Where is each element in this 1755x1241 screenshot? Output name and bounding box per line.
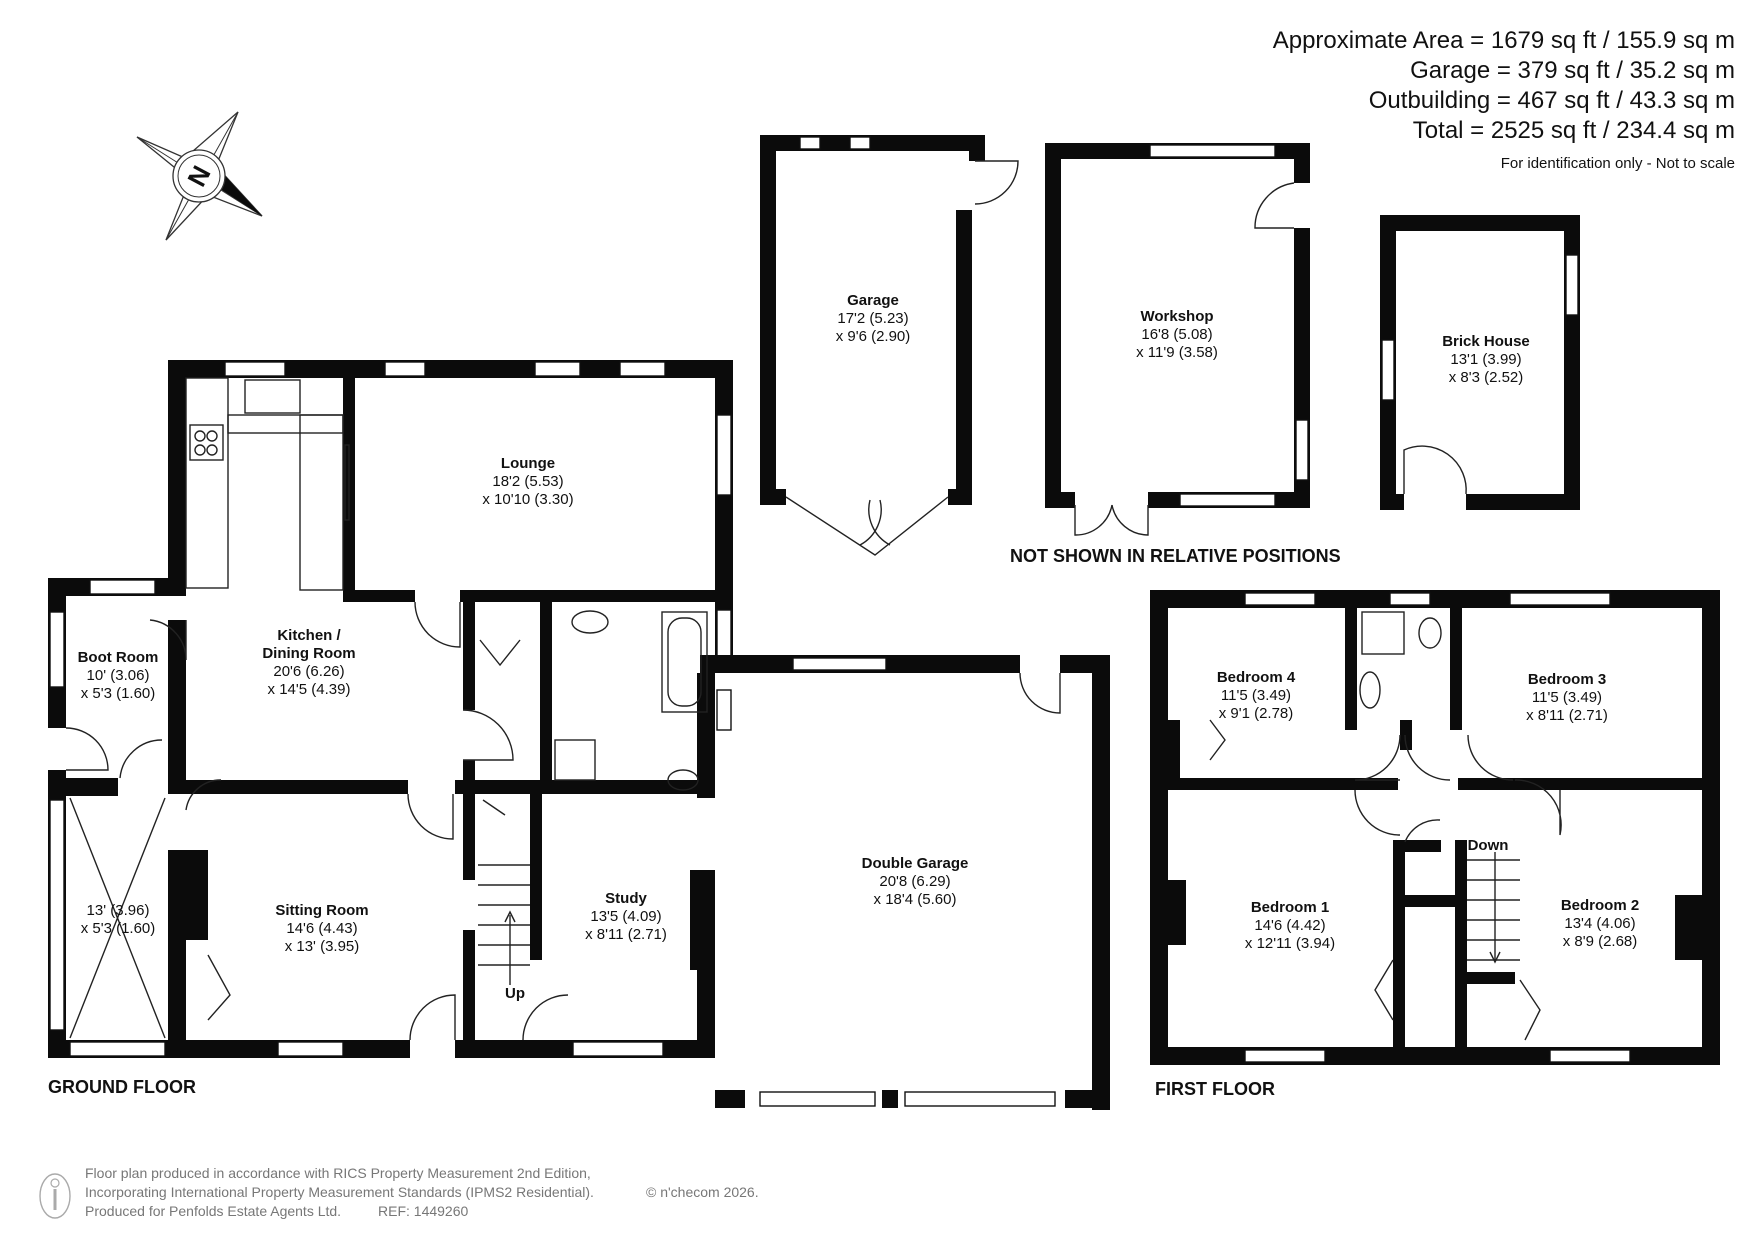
svg-text:x 5'3 (1.60): x 5'3 (1.60) <box>81 685 156 702</box>
svg-text:Lounge: Lounge <box>501 455 555 472</box>
room-label-sitting-room: Sitting Room 14'6 (4.43) x 13' (3.95) <box>275 902 368 955</box>
svg-text:Double Garage: Double Garage <box>862 855 969 872</box>
svg-text:Dining Room: Dining Room <box>262 645 355 662</box>
svg-text:13'1 (3.99): 13'1 (3.99) <box>1450 351 1521 368</box>
svg-text:Boot Room: Boot Room <box>78 649 159 666</box>
svg-text:Bedroom 1: Bedroom 1 <box>1251 899 1329 916</box>
area-summary: Approximate Area = 1679 sq ft / 155.9 sq… <box>1273 27 1735 172</box>
svg-text:x 11'9 (3.58): x 11'9 (3.58) <box>1136 344 1218 361</box>
room-labels: Garage 17'2 (5.23) x 9'6 (2.90) Workshop… <box>78 292 1640 1002</box>
svg-text:x 18'4 (5.60): x 18'4 (5.60) <box>874 891 957 908</box>
svg-text:Brick House: Brick House <box>1442 333 1530 350</box>
footer-line-2: Incorporating International Property Mea… <box>85 1184 594 1200</box>
svg-text:10' (3.06): 10' (3.06) <box>87 667 150 684</box>
room-label-brick-house: Brick House 13'1 (3.99) x 8'3 (2.52) <box>1442 333 1530 386</box>
first-floor-stairs <box>1467 852 1520 964</box>
svg-text:x 5'3 (1.60): x 5'3 (1.60) <box>81 920 156 937</box>
not-shown-note: NOT SHOWN IN RELATIVE POSITIONS <box>1010 546 1341 566</box>
ground-floor-plan <box>48 360 733 1058</box>
svg-text:16'8 (5.08): 16'8 (5.08) <box>1141 326 1212 343</box>
footer-line-1: Floor plan produced in accordance with R… <box>85 1165 591 1181</box>
brick-house-outbuilding <box>1380 215 1580 510</box>
footer-line-3: Produced for Penfolds Estate Agents Ltd. <box>85 1203 341 1219</box>
stairs-up-label: Up <box>505 985 525 1002</box>
first-floor-label: FIRST FLOOR <box>1155 1079 1275 1099</box>
svg-text:Bedroom 4: Bedroom 4 <box>1217 669 1296 686</box>
footer-copyright: © n'checom 2026. <box>646 1184 759 1200</box>
svg-text:14'6 (4.43): 14'6 (4.43) <box>286 920 357 937</box>
svg-text:17'2 (5.23): 17'2 (5.23) <box>837 310 908 327</box>
svg-text:18'2 (5.53): 18'2 (5.53) <box>492 473 563 490</box>
ground-floor-stairs <box>478 864 530 985</box>
room-label-bedroom-2: Bedroom 2 13'4 (4.06) x 8'9 (2.68) <box>1561 897 1639 950</box>
svg-text:x 8'11 (2.71): x 8'11 (2.71) <box>1526 707 1608 724</box>
room-label-kitchen-dining: Kitchen / Dining Room 20'6 (6.26) x 14'5… <box>262 627 355 698</box>
svg-text:Bedroom 2: Bedroom 2 <box>1561 897 1639 914</box>
svg-text:x 8'11 (2.71): x 8'11 (2.71) <box>585 926 667 943</box>
room-label-bedroom-1: Bedroom 1 14'6 (4.42) x 12'11 (3.94) <box>1245 899 1335 952</box>
room-label-workshop: Workshop 16'8 (5.08) x 11'9 (3.58) <box>1136 308 1218 361</box>
garage-area-text: Garage = 379 sq ft / 35.2 sq m <box>1410 57 1735 84</box>
svg-text:x 8'3 (2.52): x 8'3 (2.52) <box>1449 369 1524 386</box>
room-label-bedroom-3: Bedroom 3 11'5 (3.49) x 8'11 (2.71) <box>1526 671 1608 724</box>
room-label-boot-room: Boot Room 10' (3.06) x 5'3 (1.60) <box>78 649 159 702</box>
footer: Floor plan produced in accordance with R… <box>39 1165 759 1219</box>
room-label-double-garage: Double Garage 20'8 (6.29) x 18'4 (5.60) <box>862 855 969 908</box>
svg-text:11'5 (3.49): 11'5 (3.49) <box>1532 689 1602 706</box>
footer-ref: REF: 1449260 <box>378 1203 468 1219</box>
ground-floor-label: GROUND FLOOR <box>48 1077 196 1097</box>
outbuilding-area-text: Outbuilding = 467 sq ft / 43.3 sq m <box>1369 87 1735 114</box>
svg-text:x 8'9 (2.68): x 8'9 (2.68) <box>1563 933 1638 950</box>
svg-text:x 9'6 (2.90): x 9'6 (2.90) <box>836 328 911 345</box>
workshop-outbuilding <box>1045 143 1310 536</box>
svg-text:x 9'1 (2.78): x 9'1 (2.78) <box>1219 705 1294 722</box>
room-label-conservatory: 13' (3.96) x 5'3 (1.60) <box>81 902 156 937</box>
svg-text:11'5 (3.49): 11'5 (3.49) <box>1221 687 1291 704</box>
double-garage-plan <box>715 655 1110 1110</box>
total-area-text: Total = 2525 sq ft / 234.4 sq m <box>1413 117 1735 144</box>
north-compass-icon: N <box>136 111 263 241</box>
svg-text:13'5 (4.09): 13'5 (4.09) <box>590 908 661 925</box>
svg-text:13'4 (4.06): 13'4 (4.06) <box>1564 915 1635 932</box>
svg-text:20'6 (6.26): 20'6 (6.26) <box>273 663 344 680</box>
svg-text:x 13' (3.95): x 13' (3.95) <box>285 938 360 955</box>
svg-text:20'8 (6.29): 20'8 (6.29) <box>879 873 950 890</box>
room-label-study: Study 13'5 (4.09) x 8'11 (2.71) <box>585 890 667 943</box>
svg-text:Study: Study <box>605 890 647 907</box>
svg-text:Bedroom 3: Bedroom 3 <box>1528 671 1606 688</box>
first-floor-plan <box>1150 590 1720 1065</box>
approximate-area-text: Approximate Area = 1679 sq ft / 155.9 sq… <box>1273 27 1735 54</box>
stairs-down-label: Down <box>1468 837 1509 854</box>
disclaimer-text: For identification only - Not to scale <box>1501 155 1735 172</box>
person-icon <box>39 1173 71 1219</box>
room-label-bedroom-4: Bedroom 4 11'5 (3.49) x 9'1 (2.78) <box>1217 669 1296 722</box>
svg-text:Garage: Garage <box>847 292 899 309</box>
svg-text:13' (3.96): 13' (3.96) <box>87 902 150 919</box>
svg-text:Kitchen /: Kitchen / <box>277 627 341 644</box>
room-label-lounge: Lounge 18'2 (5.53) x 10'10 (3.30) <box>482 455 573 508</box>
garage-outbuilding <box>760 135 1019 556</box>
svg-text:Workshop: Workshop <box>1140 308 1213 325</box>
svg-text:Sitting Room: Sitting Room <box>275 902 368 919</box>
room-label-garage: Garage 17'2 (5.23) x 9'6 (2.90) <box>836 292 911 345</box>
svg-text:14'6 (4.42): 14'6 (4.42) <box>1254 917 1325 934</box>
svg-text:x 14'5 (4.39): x 14'5 (4.39) <box>268 681 351 698</box>
svg-text:x 12'11 (3.94): x 12'11 (3.94) <box>1245 935 1335 952</box>
svg-text:x 10'10 (3.30): x 10'10 (3.30) <box>482 491 573 508</box>
